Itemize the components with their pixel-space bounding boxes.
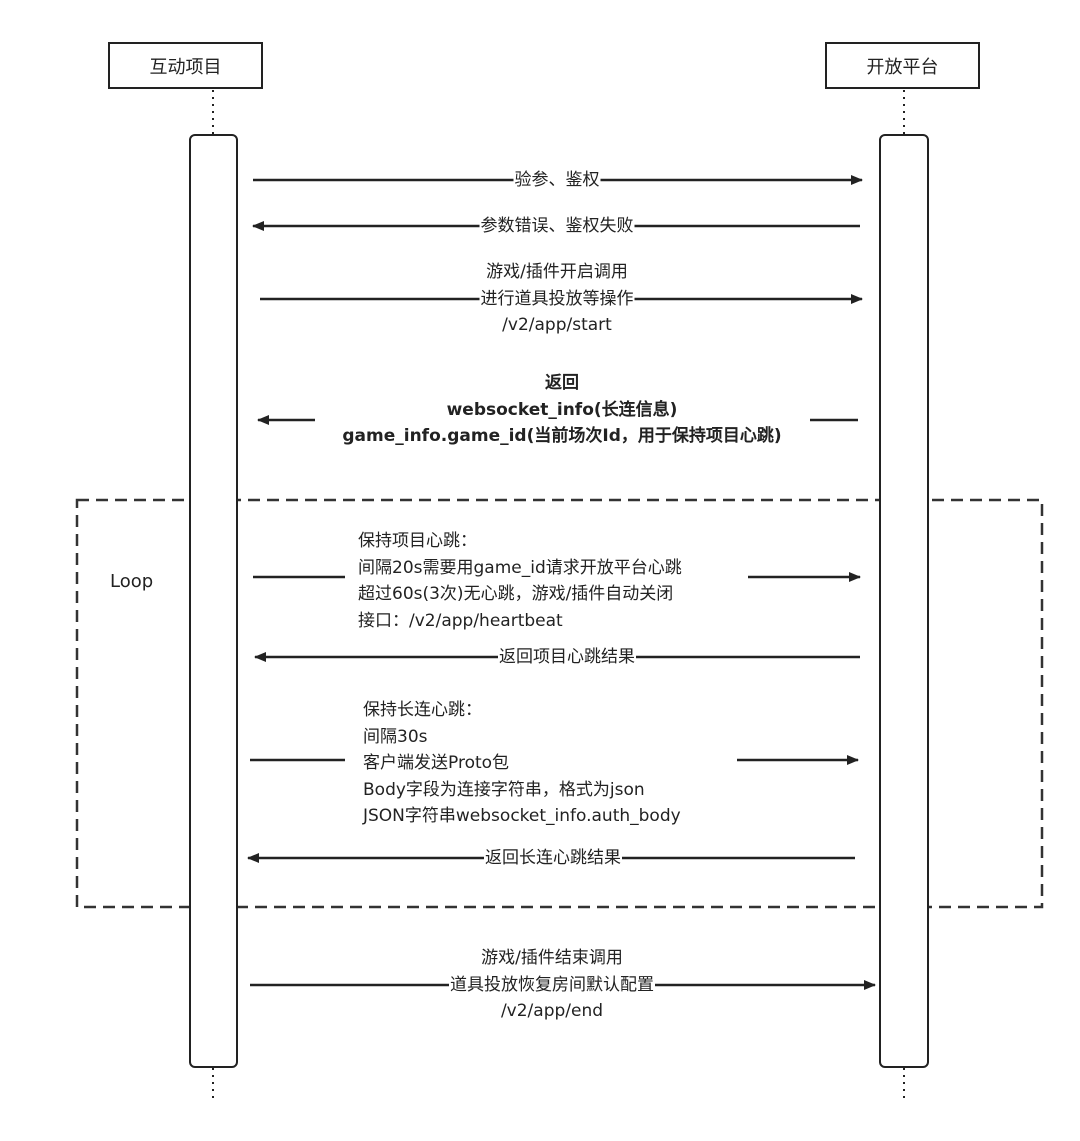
loop-label: Loop	[110, 571, 154, 592]
message-6: 返回项目心跳结果	[498, 647, 636, 667]
loop-frame	[75, 498, 1044, 909]
message-8: 返回长连心跳结果	[484, 848, 622, 868]
left-activation-bar	[189, 134, 238, 1068]
message-3: 游戏/插件开启调用进行道具投放等操作/v2/app/start	[479, 262, 635, 335]
message-9: 游戏/插件结束调用道具投放恢复房间默认配置/v2/app/end	[449, 948, 655, 1021]
participant-left: 互动项目	[108, 42, 263, 89]
participant-right: 开放平台	[825, 42, 980, 89]
message-1: 验参、鉴权	[513, 170, 601, 190]
message-5: 保持项目心跳：间隔20s需要用game_id请求开放平台心跳超过60s(3次)无…	[358, 531, 682, 631]
message-2: 参数错误、鉴权失败	[479, 216, 635, 236]
right-activation-bar	[879, 134, 929, 1068]
lifelines	[212, 90, 905, 1100]
